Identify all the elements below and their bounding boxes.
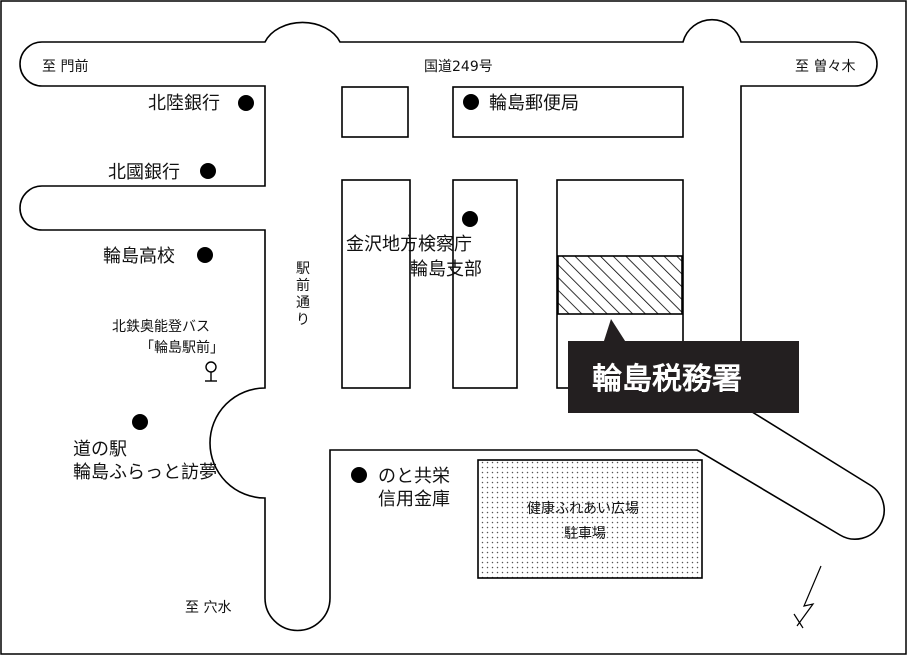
- bus-stop-icon: [205, 361, 217, 382]
- bus-stop-label-1: 北鉄奥能登バス: [112, 318, 210, 335]
- bus-stop-label-2: 「輪島駅前」: [140, 339, 224, 356]
- parking-area: [477, 459, 703, 579]
- credit-union-label-2: 信用金庫: [378, 489, 450, 510]
- bullet-icon: [238, 95, 254, 111]
- prosecutor-label-2: 輪島支部: [410, 259, 482, 280]
- block-post-office: [452, 86, 684, 138]
- station-street-label: 駅 前 通 り: [296, 261, 310, 328]
- parking-label-2: 駐車場: [564, 525, 606, 542]
- tax-office-building: [557, 255, 683, 315]
- road-label-sosogi: 至 曽々木: [795, 59, 855, 75]
- michinoeki-label-1: 道の駅: [73, 439, 127, 460]
- tax-office-callout: 輪島税務署: [568, 319, 799, 413]
- road-outline: [19, 18, 885, 632]
- bullet-icon: [462, 211, 478, 227]
- north-arrow-icon: [793, 565, 822, 629]
- bullet-icon: [351, 467, 367, 483]
- hokuriku-bank-label: 北陸銀行: [148, 93, 220, 114]
- station-street-char: り: [296, 312, 310, 328]
- station-street-char: 通: [296, 295, 310, 311]
- parking-label-1: 健康ふれあい広場: [527, 500, 639, 517]
- bullet-icon: [132, 414, 148, 430]
- prosecutor-label-1: 金沢地方検察庁: [346, 234, 472, 255]
- wajima-high-label: 輪島高校: [103, 246, 175, 267]
- michinoeki-label-2: 輪島ふらっと訪夢: [73, 462, 217, 483]
- bullet-icon: [197, 247, 213, 263]
- tax-office-name: 輪島税務署: [592, 362, 742, 397]
- bullet-icon: [200, 163, 216, 179]
- bullet-icon: [463, 94, 479, 110]
- hokkoku-bank-label: 北國銀行: [108, 162, 180, 183]
- station-street-char: 駅: [296, 261, 310, 277]
- callout-pointer: [603, 319, 627, 344]
- credit-union-label-1: のと共栄: [378, 466, 450, 487]
- road-label-route249: 国道249号: [424, 59, 493, 75]
- callout-box: [568, 341, 799, 413]
- block-prosecutor-right: [452, 179, 518, 389]
- post-office-label: 輪島郵便局: [489, 93, 579, 114]
- road-label-monzen: 至 門前: [42, 58, 88, 75]
- block-prosecutor-left: [341, 179, 411, 389]
- road-label-anamizu: 至 穴水: [185, 600, 231, 616]
- block-top-small: [341, 86, 409, 138]
- station-street-char: 前: [296, 277, 310, 294]
